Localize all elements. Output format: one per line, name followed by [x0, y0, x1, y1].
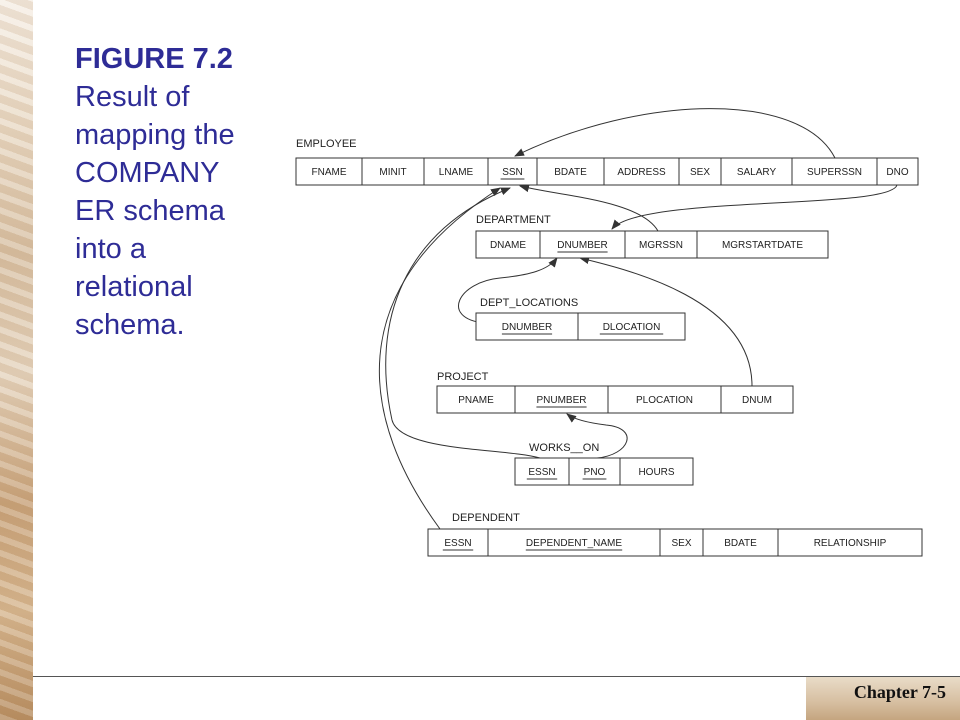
fk-arrow-dept-locations-dnumber-to-department-dnumber	[458, 257, 558, 324]
attribute-project-pnumber: PNUMBER	[536, 395, 586, 406]
attribute-employee-minit: MINIT	[379, 167, 406, 178]
fk-arrow-project-dnum-to-department-dnumber	[579, 256, 753, 387]
attribute-employee-address: ADDRESS	[617, 167, 666, 178]
attribute-department-dnumber: DNUMBER	[557, 240, 608, 251]
relation-box-employee	[295, 157, 919, 186]
figure-number: FIGURE 7.2	[75, 43, 233, 75]
attribute-dependent-dependent-name: DEPENDENT_NAME	[526, 538, 622, 549]
relation-name-department: DEPARTMENT	[476, 214, 551, 226]
relation-box-dependent	[427, 528, 923, 557]
attribute-dependent-bdate: BDATE	[724, 538, 757, 549]
attribute-department-mgrssn: MGRSSN	[639, 240, 683, 251]
attribute-dept-locations-dnumber: DNUMBER	[502, 322, 553, 333]
attribute-employee-superssn: SUPERSSN	[807, 167, 862, 178]
relation-box-project	[436, 385, 794, 414]
relation-dept-locations: DEPT_LOCATIONS DNUMBER DLOCATION	[475, 297, 686, 341]
relation-name-project: PROJECT	[437, 371, 489, 383]
attribute-project-pname: PNAME	[458, 395, 494, 406]
relation-department: DEPARTMENT DNAME DNUMBER MGRSSN MGRSTARTDATE	[475, 214, 829, 259]
relation-name-dependent: DEPENDENT	[452, 512, 520, 524]
attribute-dept-locations-dlocation: DLOCATION	[603, 322, 661, 333]
fk-arrow-works-on-essn-to-employee-ssn	[385, 187, 541, 459]
fk-arrow-employee-superssn-to-employee-ssn	[514, 108, 836, 159]
attribute-dependent-relationship: RELATIONSHIP	[814, 538, 887, 549]
relation-employee: EMPLOYEE FNAME MINIT LNAME SSN BDATE ADDRESS SE…	[295, 138, 919, 186]
decorative-side-strip	[0, 0, 33, 720]
attribute-employee-sex: SEX	[690, 167, 710, 178]
relation-works-on: WORKS__ON ESSN PNO HOURS	[514, 442, 694, 486]
attribute-department-mgrstartdate: MGRSTARTDATE	[722, 240, 803, 251]
figure-description: Result of mapping the COMPANY ER schema …	[75, 81, 235, 341]
attribute-works-on-hours: HOURS	[638, 467, 674, 478]
attribute-employee-bdate: BDATE	[554, 167, 587, 178]
attribute-employee-salary: SALARY	[737, 167, 777, 178]
fk-arrow-dependent-essn-to-employee-ssn	[378, 187, 501, 530]
attribute-dependent-sex: SEX	[671, 538, 691, 549]
footer-rule	[33, 676, 960, 677]
relation-box-works-on	[514, 457, 694, 486]
figure-caption: FIGURE 7.2 Result of mapping the COMPANY…	[75, 40, 265, 344]
attribute-employee-lname: LNAME	[439, 167, 474, 178]
attribute-dependent-essn: ESSN	[444, 538, 471, 549]
attribute-works-on-pno: PNO	[584, 467, 606, 478]
footer-decoration	[806, 677, 960, 720]
relation-name-dept-locations: DEPT_LOCATIONS	[480, 297, 578, 309]
attribute-project-plocation: PLOCATION	[636, 395, 693, 406]
attribute-works-on-essn: ESSN	[528, 467, 555, 478]
relation-name-works-on: WORKS__ON	[529, 442, 599, 454]
attribute-project-dnum: DNUM	[742, 395, 772, 406]
relation-project: PROJECT PNAME PNUMBER PLOCATION DNUM	[436, 371, 794, 414]
relation-dependent: DEPENDENT ESSN DEPENDENT_NAME SEX BDATE RELAT…	[427, 512, 923, 557]
fk-arrow-employee-dno-to-department-dnumber	[611, 184, 898, 230]
attribute-employee-dno: DNO	[886, 167, 908, 178]
fk-arrow-department-mgrssn-to-employee-ssn	[519, 184, 659, 232]
attribute-employee-ssn: SSN	[502, 167, 523, 178]
chapter-label: Chapter 7-5	[853, 682, 946, 702]
relation-box-dept-locations	[475, 312, 686, 341]
relation-name-employee: EMPLOYEE	[296, 138, 357, 150]
relation-box-department	[475, 230, 829, 259]
fk-arrow-works-on-pno-to-project-pnumber	[566, 413, 628, 459]
attribute-employee-fname: FNAME	[312, 167, 347, 178]
attribute-department-dname: DNAME	[490, 240, 526, 251]
